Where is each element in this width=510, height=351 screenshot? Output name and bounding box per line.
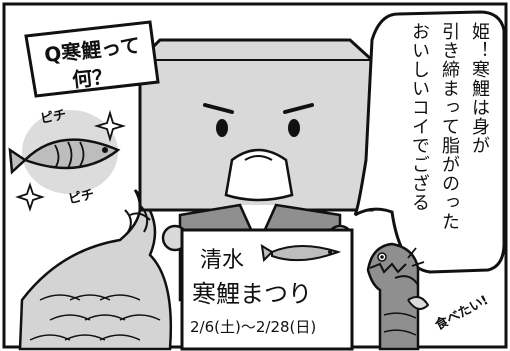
sign-carp-icon [260,244,342,263]
speech-line-2: 引き締まって脂がのった [439,22,460,231]
question-box-line2: 何？ [71,63,114,93]
speech-bubble-shape [353,10,506,274]
speech-line-1: 姫！寒鯉は身が [469,22,490,155]
festival-sign-board [180,228,354,351]
leaping-carp-illustration [8,109,127,212]
sign-festival-dates: 2/6(土)～2/28(日) [190,318,317,336]
sign-festival-title: 寒鯉まつり [192,280,312,308]
question-box [24,20,160,98]
speech-line-3: おいしいコイでござる [409,22,430,212]
fish-tail-illustration [18,189,173,351]
sign-place-name: 清水 [200,248,245,273]
eel-character [366,242,430,351]
